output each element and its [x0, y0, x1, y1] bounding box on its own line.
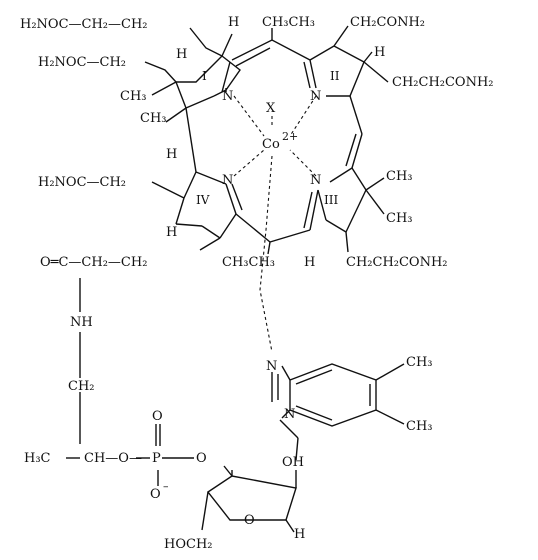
benzimidazole-labels: N N CH₃ CH₃: [266, 355, 433, 434]
phosphate-oxygen-minus-label: O: [150, 487, 161, 502]
amide-chain-label: O═C—CH₂—CH₂: [40, 255, 147, 270]
ring-label-i: I: [202, 69, 207, 83]
benzimidazole-methyl-a-label: CH₃: [406, 355, 433, 370]
upper-left-chain-label: H₂NOC—CH₂: [38, 55, 126, 70]
benzimidazole-n-top-label: N: [266, 359, 277, 374]
ch2-label: CH₂: [68, 379, 95, 394]
cobalt-label: Co: [262, 137, 280, 152]
right-chain-label: CH₂CH₂CONH₂: [392, 75, 494, 90]
cobalt-coordination-bonds: [233, 95, 317, 353]
bottom-right-chain-label: CH₂CH₂CONH₂: [346, 255, 448, 270]
ring1-h-label: H: [176, 47, 187, 62]
benzimidazole-bonds: [271, 363, 405, 461]
ring-label-iii: III: [324, 193, 338, 207]
ring1-methyl-a-label: CH₃: [120, 89, 147, 104]
benzimidazole-n-bottom-label: N: [284, 407, 295, 422]
ring3-methyl-a-label: CH₃: [386, 169, 413, 184]
hydroxyl-label: OH: [282, 455, 304, 470]
top-right-chain-label: CH₂CONH₂: [350, 15, 425, 30]
ribose-labels: OH O H HOCH₂: [164, 455, 305, 552]
axial-ligand-label: X: [266, 101, 276, 116]
hoch2-label: HOCH₂: [164, 537, 213, 552]
ch-o-label: CH—O—: [84, 451, 142, 466]
mid-left-chain-label: H₂NOC—CH₂: [38, 175, 126, 190]
ring-label-ii: II: [330, 69, 340, 83]
phosphorus-label: P: [152, 451, 161, 466]
bottom-methyls-label: CH₃CH₃: [222, 255, 275, 270]
bottom-h-label: H: [304, 255, 315, 270]
nitrogen-ring4-label: N: [222, 173, 233, 188]
top-methyls-label: CH₃CH₃: [262, 15, 315, 30]
phosphate-oxygen-right-label: O: [196, 451, 207, 466]
nitrogen-ring3-label: N: [310, 173, 321, 188]
ring3-methyl-b-label: CH₃: [386, 211, 413, 226]
ring4-wedge-h-label: H: [166, 147, 177, 162]
corrin-bonds: [66, 25, 389, 486]
ring2-h-label: H: [374, 45, 385, 60]
nitrogen-ring1-label: N: [222, 89, 233, 104]
ring-label-iv: IV: [196, 193, 210, 207]
ring4-low-h-label: H: [166, 225, 177, 240]
ring1-methyl-b-label: CH₃: [140, 111, 167, 126]
top-h-label: H: [228, 15, 239, 30]
linker-labels: NH CH₂ H₃C CH—O— P O O – O: [24, 315, 207, 502]
ribose-h-label: H: [294, 527, 305, 542]
oxygen-negative-charge: –: [163, 480, 169, 493]
benzimidazole-methyl-b-label: CH₃: [406, 419, 433, 434]
ribose-ring-oxygen-label: O: [244, 513, 255, 528]
nitrogen-ring2-label: N: [310, 89, 321, 104]
ribose-bonds: [201, 465, 297, 533]
phosphate-oxygen-top-label: O: [152, 409, 163, 424]
top-left-chain-label: H₂NOC—CH₂—CH₂: [20, 17, 148, 32]
nh-label: NH: [70, 315, 93, 330]
corrin-labels: H₂NOC—CH₂—CH₂ H CH₃CH₃ CH₂CONH₂ H₂NOC—CH…: [20, 15, 494, 270]
cobalt-charge-label: 2+: [282, 130, 298, 143]
h3c-label: H₃C: [24, 451, 51, 466]
